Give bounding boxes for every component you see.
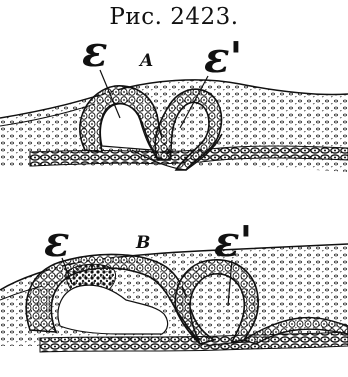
panel-b-epsilon-label: ε: [44, 217, 70, 266]
panel-a-label: A: [138, 51, 153, 71]
panel-b-epsilon-prime-label: ε': [214, 217, 252, 266]
panel-b: ε B ε': [0, 217, 348, 352]
panel-a-epsilon-label: ε: [82, 27, 108, 76]
panel-b-label: B: [135, 233, 150, 253]
panel-a-epsilon-prime-label: ε': [204, 33, 242, 82]
panel-a: ε A ε': [0, 27, 348, 172]
